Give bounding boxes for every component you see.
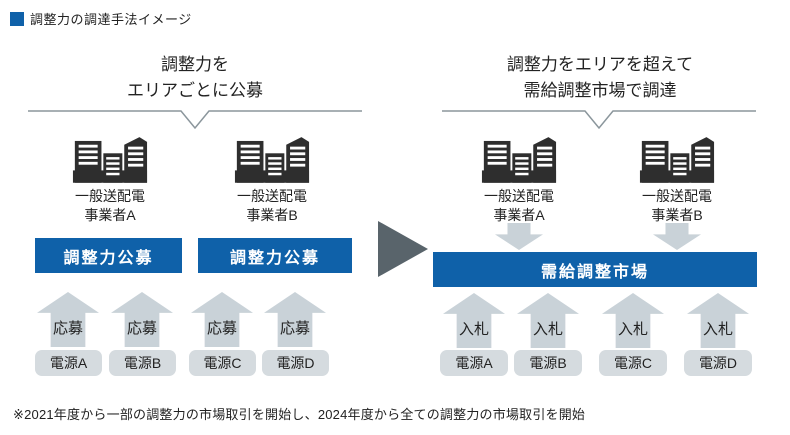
block-arrow-up-icon: 応募 — [264, 292, 326, 347]
source-box: 電源C — [599, 350, 667, 376]
right-header-line1: 調整力をエリアを超えて — [506, 55, 694, 74]
city-buildings-icon — [481, 137, 557, 183]
source-box: 電源D — [262, 350, 329, 376]
operator-label-line: 一般送配電 — [484, 188, 554, 204]
left-brace-line — [28, 110, 362, 130]
footnote: ※2021年度から一部の調整力の市場取引を開始し、2024年度から全ての調整力の… — [13, 407, 586, 422]
operator-label-line: 一般送配電 — [237, 188, 307, 204]
source-box: 電源B — [514, 350, 582, 376]
city-buildings-icon — [72, 137, 148, 183]
apply-label: 応募 — [52, 320, 83, 337]
apply-label: 応募 — [206, 320, 237, 337]
block-arrow-up-icon: 応募 — [111, 292, 173, 347]
market-box: 需給調整市場 — [433, 252, 757, 287]
city-buildings-icon — [639, 137, 715, 183]
operator-label-line: 一般送配電 — [75, 188, 145, 204]
source-box: 電源B — [109, 350, 176, 376]
bid-label: 入札 — [458, 321, 489, 338]
operator-label-line: 一般送配電 — [642, 188, 712, 204]
left-section-header: 調整力を エリアごとに公募 — [28, 52, 362, 104]
page-title: 調整力の調達手法イメージ — [30, 12, 192, 27]
source-box: 電源A — [440, 350, 508, 376]
bid-label: 入札 — [532, 321, 563, 338]
block-arrow-up-icon: 入札 — [443, 293, 505, 348]
block-arrow-up-icon: 入札 — [517, 293, 579, 348]
offer-box-b: 調整力公募 — [198, 238, 352, 273]
left-operator-a-label: 一般送配電 事業者A — [50, 187, 170, 225]
block-arrow-down-icon — [653, 223, 701, 250]
operator-label-line: 事業者B — [651, 207, 703, 223]
block-arrow-up-icon: 応募 — [37, 292, 99, 347]
left-operator-b-label: 一般送配電 事業者B — [212, 187, 332, 225]
source-box: 電源A — [35, 350, 102, 376]
apply-label: 応募 — [126, 320, 157, 337]
right-brace-line — [442, 110, 756, 130]
block-arrow-up-icon: 応募 — [191, 292, 253, 347]
source-box: 電源D — [684, 350, 752, 376]
page-title-row: 調整力の調達手法イメージ — [10, 9, 192, 28]
right-operator-b-label: 一般送配電 事業者B — [617, 187, 737, 225]
offer-box-a: 調整力公募 — [35, 238, 182, 273]
right-section-header: 調整力をエリアを超えて 需給調整市場で調達 — [440, 52, 760, 104]
operator-label-line: 事業者A — [84, 207, 136, 223]
bid-label: 入札 — [702, 321, 733, 338]
blue-square-icon — [10, 11, 24, 26]
bid-label: 入札 — [617, 321, 648, 338]
apply-label: 応募 — [279, 320, 310, 337]
block-arrow-up-icon: 入札 — [687, 293, 749, 348]
operator-label-line: 事業者B — [246, 207, 298, 223]
block-arrow-down-icon — [495, 223, 543, 250]
right-operator-a-label: 一般送配電 事業者A — [459, 187, 579, 225]
right-header-line2: 需給調整市場で調達 — [523, 81, 677, 100]
left-header-line1: 調整力を — [161, 55, 229, 74]
block-arrow-up-icon: 入札 — [602, 293, 664, 348]
source-box: 電源C — [189, 350, 256, 376]
left-header-line2: エリアごとに公募 — [127, 81, 263, 100]
city-buildings-icon — [234, 137, 310, 183]
triangle-right-icon — [378, 221, 428, 277]
operator-label-line: 事業者A — [493, 207, 545, 223]
